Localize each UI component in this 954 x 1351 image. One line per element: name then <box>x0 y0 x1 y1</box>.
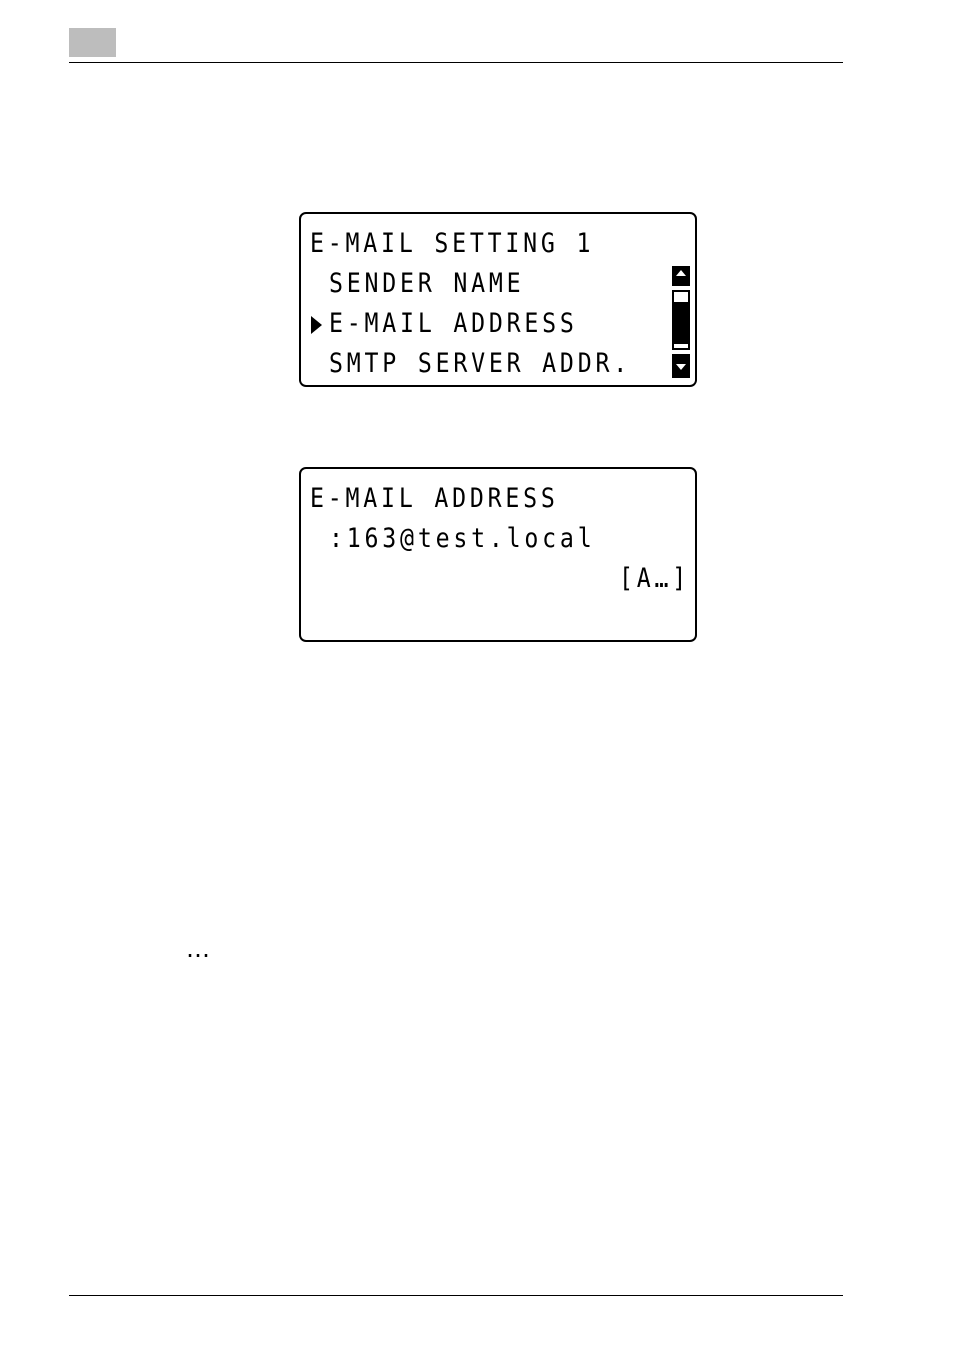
scroll-thumb[interactable] <box>672 302 690 344</box>
scroll-up-icon[interactable] <box>672 266 690 286</box>
input-mode-indicator: [A…] <box>619 565 690 592</box>
lcd-title: E-MAIL SETTING 1 <box>310 230 594 257</box>
lcd-scrollbar[interactable] <box>672 266 690 378</box>
menu-item-sender-name[interactable]: SENDER NAME <box>329 270 524 297</box>
email-address-field[interactable]: :163@test.local <box>329 525 595 552</box>
lcd-title: E-MAIL ADDRESS <box>310 485 559 512</box>
header-rule <box>69 62 843 63</box>
cursor-arrow-icon <box>311 316 322 334</box>
lcd-screen-email-address: E-MAIL ADDRESS :163@test.local [A…] <box>299 467 697 642</box>
menu-item-email-address[interactable]: E-MAIL ADDRESS <box>329 310 578 337</box>
scroll-down-icon[interactable] <box>672 354 690 378</box>
continuation-ellipsis: … <box>186 937 211 961</box>
lcd-screen-email-setting: E-MAIL SETTING 1 SENDER NAME E-MAIL ADDR… <box>299 212 697 387</box>
menu-item-smtp-server-addr[interactable]: SMTP SERVER ADDR. <box>329 350 631 377</box>
footer-rule <box>69 1295 843 1296</box>
chapter-tab <box>69 28 116 57</box>
